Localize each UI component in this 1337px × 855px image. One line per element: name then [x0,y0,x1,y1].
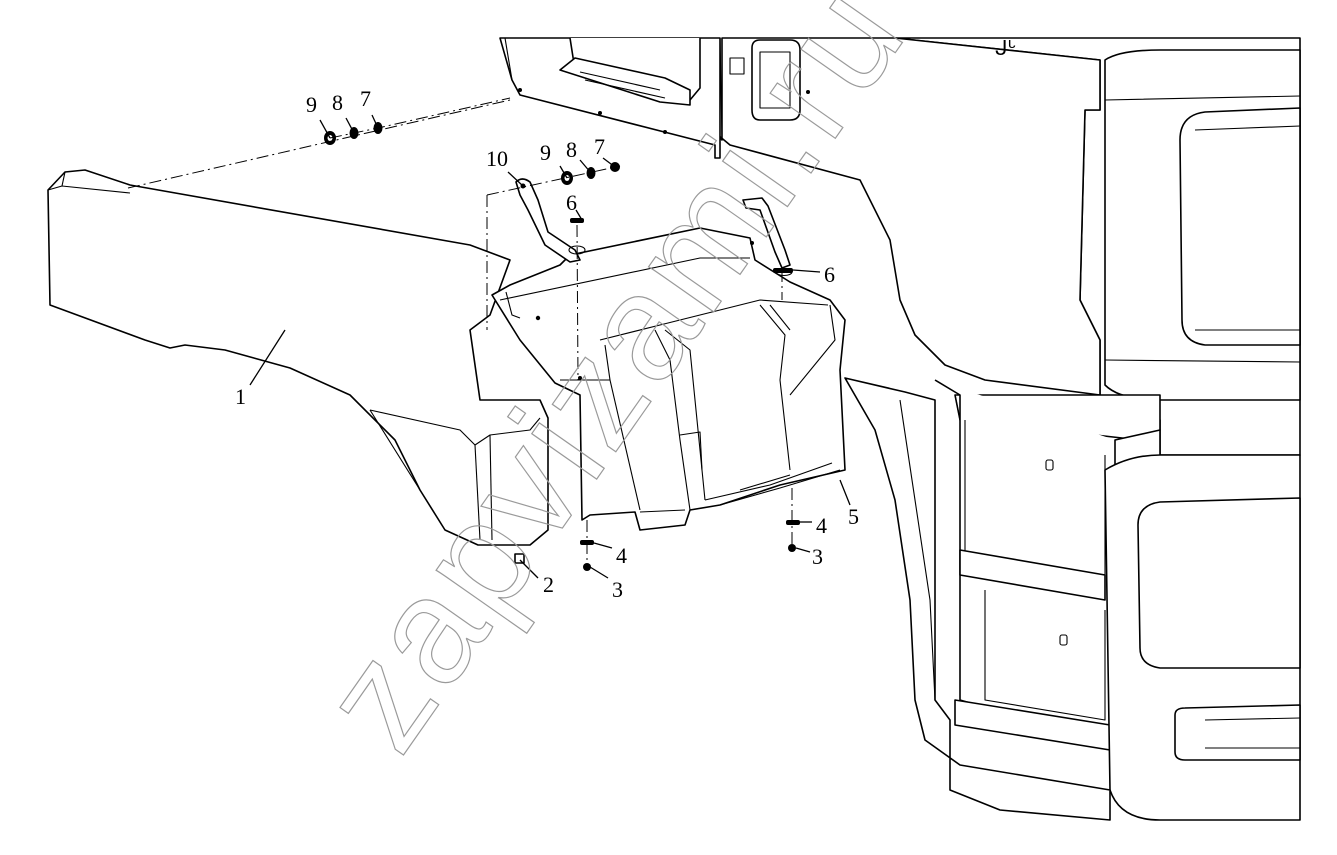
callout-4-left: 4 [616,543,627,568]
fender-part-1 [47,169,549,546]
callout-labels: 1 2 3 3 4 4 5 6 6 7 8 9 7 8 9 10 [235,86,859,602]
callout-3-right: 3 [812,544,823,569]
leader-lines [249,114,851,579]
callout-5: 5 [848,504,859,529]
callout-3-left: 3 [612,577,623,602]
callout-7-upper: 7 [360,86,371,111]
cab-rear-step-panel [499,37,721,159]
callout-6-right: 6 [824,262,835,287]
callout-6-left: 6 [566,190,577,215]
callout-8-middle: 8 [566,137,577,162]
callout-8-upper: 8 [332,90,343,115]
truck-cab: ᒍᒡ [699,37,1301,821]
callout-9-upper: 9 [306,92,317,117]
mudguard-part-5 [491,227,846,531]
callout-10: 10 [486,146,508,171]
callout-2: 2 [543,572,554,597]
callout-4-right: 4 [816,513,827,538]
callout-9-middle: 9 [540,140,551,165]
callout-1: 1 [235,384,246,409]
callout-7-middle: 7 [594,134,605,159]
cab-mark: ᒍᒡ [995,38,1016,60]
